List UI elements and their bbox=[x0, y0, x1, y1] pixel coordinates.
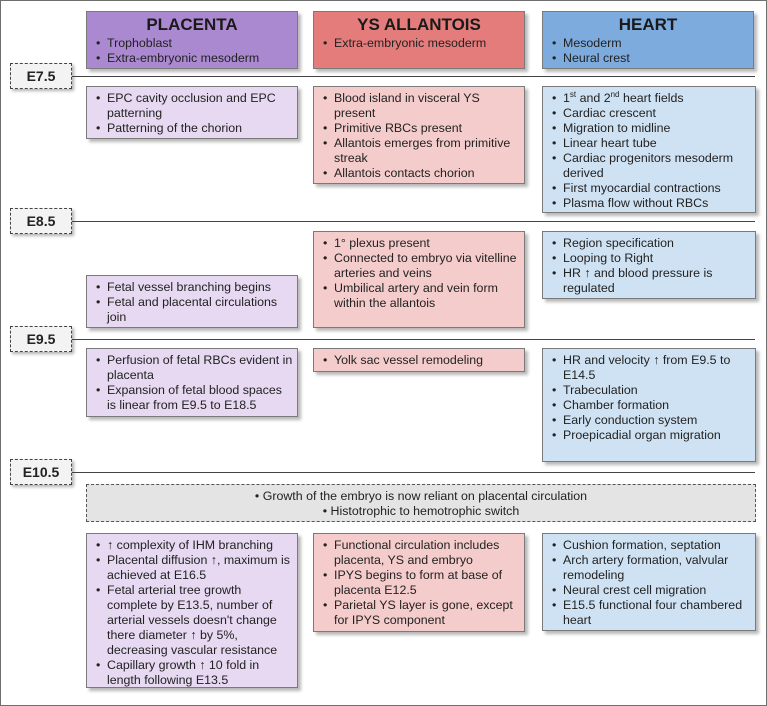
list-item: Neural crest bbox=[547, 51, 749, 66]
list-item: Blood island in visceral YS present bbox=[318, 91, 520, 121]
list-item: EPC cavity occlusion and EPC patterning bbox=[91, 91, 293, 121]
list-item: Proepicadial organ migration bbox=[547, 428, 751, 443]
banner-line-1: • Growth of the embryo is now reliant on… bbox=[254, 489, 588, 503]
list-item: Looping to Right bbox=[547, 251, 751, 266]
list-item: 1st and 2nd heart fields bbox=[547, 89, 751, 106]
heart-origin-list: Mesoderm Neural crest bbox=[547, 36, 749, 66]
placenta-title: PLACENTA bbox=[146, 15, 238, 34]
stage-e7-5: E7.5 bbox=[10, 63, 72, 89]
ys-origin-list: Extra-embryonic mesoderm bbox=[318, 36, 520, 51]
placenta-e9-5-box: Perfusion of fetal RBCs evident in place… bbox=[86, 348, 298, 417]
list-item: Fetal and placental circulations join bbox=[91, 295, 293, 325]
list-item: Region specification bbox=[547, 236, 751, 251]
heart-header: HEART Mesoderm Neural crest bbox=[542, 11, 754, 69]
list-item: Chamber formation bbox=[547, 398, 751, 413]
list-item: Cushion formation, septation bbox=[547, 538, 751, 553]
list-item: Early conduction system bbox=[547, 413, 751, 428]
placental-switch-banner: • Growth of the embryo is now reliant on… bbox=[86, 484, 756, 522]
ys-allantois-header: YS ALLANTOIS Extra-embryonic mesoderm bbox=[313, 11, 525, 69]
list-item: Connected to embryo via vitelline arteri… bbox=[318, 251, 520, 281]
placenta-origin-list: Trophoblast Extra-embryonic mesoderm bbox=[91, 36, 293, 66]
list-item: Allantois emerges from primitive streak bbox=[318, 136, 520, 166]
list-item: Trabeculation bbox=[547, 383, 751, 398]
list-item: E15.5 functional four chambered heart bbox=[547, 598, 751, 628]
ys-e8-5-box: 1° plexus present Connected to embryo vi… bbox=[313, 231, 525, 328]
stage-line-e9-5 bbox=[72, 339, 755, 340]
list-item: 1° plexus present bbox=[318, 236, 520, 251]
heart-fields-number: 1 bbox=[563, 91, 570, 105]
superscript-st: st bbox=[569, 89, 577, 99]
heart-e9-5-box: HR and velocity ↑ from E9.5 to E14.5 Tra… bbox=[542, 348, 756, 462]
ys-allantois-title: YS ALLANTOIS bbox=[357, 15, 481, 34]
list-item: Primitive RBCs present bbox=[318, 121, 520, 136]
ys-e9-5-box: Yolk sac vessel remodeling bbox=[313, 348, 525, 372]
list-item: Expansion of fetal blood spaces is linea… bbox=[91, 383, 293, 413]
list-item: Capillary growth ↑ 10 fold in length fol… bbox=[91, 658, 293, 688]
ys-e10-5-box: Functional circulation includes placenta… bbox=[313, 533, 525, 632]
stage-line-e10-5 bbox=[72, 472, 755, 473]
list-item: Fetal vessel branching begins bbox=[91, 280, 293, 295]
stage-e8-5: E8.5 bbox=[10, 208, 72, 234]
list-item: Extra-embryonic mesoderm bbox=[91, 51, 293, 66]
list-item: First myocardial contractions bbox=[547, 181, 751, 196]
list-item: Placental diffusion ↑, maximum is achiev… bbox=[91, 553, 293, 583]
list-item: Mesoderm bbox=[547, 36, 749, 51]
heart-fields-text: and 2 bbox=[576, 91, 611, 105]
list-item: Patterning of the chorion bbox=[91, 121, 293, 136]
stage-line-e8-5 bbox=[72, 221, 755, 222]
list-item: IPYS begins to form at base of placenta … bbox=[318, 568, 520, 598]
heart-title: HEART bbox=[618, 15, 678, 34]
ys-e7-5-box: Blood island in visceral YS present Prim… bbox=[313, 86, 525, 184]
list-item: Cardiac crescent bbox=[547, 106, 751, 121]
list-item: Cardiac progenitors mesoderm derived bbox=[547, 151, 751, 181]
superscript-nd: nd bbox=[610, 89, 620, 99]
list-item: Plasma flow without RBCs bbox=[547, 196, 751, 211]
list-item: Neural crest cell migration bbox=[547, 583, 751, 598]
placenta-header: PLACENTA Trophoblast Extra-embryonic mes… bbox=[86, 11, 298, 69]
list-item: Allantois contacts chorion bbox=[318, 166, 520, 181]
placenta-e8-5-box: Fetal vessel branching begins Fetal and … bbox=[86, 275, 298, 328]
heart-e10-5-box: Cushion formation, septation Arch artery… bbox=[542, 533, 756, 631]
list-item: ↑ complexity of IHM branching bbox=[91, 538, 293, 553]
stage-e10-5: E10.5 bbox=[10, 459, 72, 485]
list-item: HR and velocity ↑ from E9.5 to E14.5 bbox=[547, 353, 751, 383]
list-item: Trophoblast bbox=[91, 36, 293, 51]
list-item: Perfusion of fetal RBCs evident in place… bbox=[91, 353, 293, 383]
heart-e8-5-box: Region specification Looping to Right HR… bbox=[542, 231, 756, 299]
stage-e9-5: E9.5 bbox=[10, 326, 72, 352]
heart-e7-5-box: 1st and 2nd heart fields Cardiac crescen… bbox=[542, 86, 756, 213]
stage-line-e7-5 bbox=[72, 76, 755, 77]
list-item: Umbilical artery and vein form within th… bbox=[318, 281, 520, 311]
banner-line-2: • Histotrophic to hemotrophic switch bbox=[322, 504, 520, 518]
list-item: Arch artery formation, valvular remodeli… bbox=[547, 553, 751, 583]
heart-fields-suffix: heart fields bbox=[619, 91, 684, 105]
placenta-e7-5-box: EPC cavity occlusion and EPC patterning … bbox=[86, 86, 298, 139]
list-item: Yolk sac vessel remodeling bbox=[318, 353, 520, 368]
list-item: Fetal arterial tree growth complete by E… bbox=[91, 583, 293, 658]
list-item: Extra-embryonic mesoderm bbox=[318, 36, 520, 51]
list-item: Migration to midline bbox=[547, 121, 751, 136]
placenta-e10-5-box: ↑ complexity of IHM branching Placental … bbox=[86, 533, 298, 688]
list-item: Functional circulation includes placenta… bbox=[318, 538, 520, 568]
list-item: Parietal YS layer is gone, except for IP… bbox=[318, 598, 520, 628]
list-item: Linear heart tube bbox=[547, 136, 751, 151]
list-item: HR ↑ and blood pressure is regulated bbox=[547, 266, 751, 296]
